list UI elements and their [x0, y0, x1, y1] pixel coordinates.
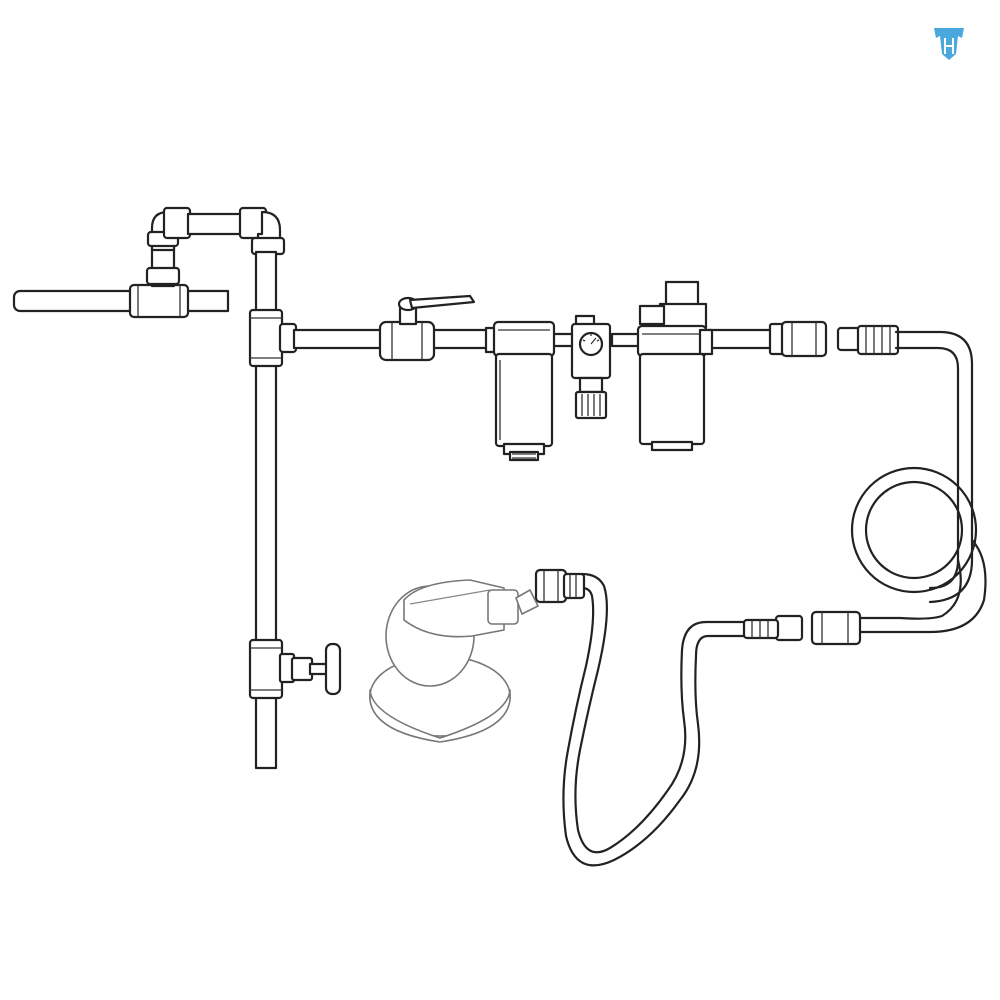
supply-tee-fitting	[128, 244, 190, 319]
supply-pipe	[12, 289, 230, 313]
hose-coupler-plug	[836, 324, 900, 356]
drain-valve	[248, 638, 342, 700]
tool-coupler	[534, 568, 586, 604]
tool-whip-hose	[562, 572, 746, 867]
lubricator	[636, 280, 714, 452]
coiled-hose	[850, 330, 987, 634]
line-coupler-socket	[768, 320, 828, 358]
shield-logo-icon	[934, 28, 964, 60]
pressure-regulator	[570, 314, 612, 420]
orbital-sander-tool	[369, 579, 539, 743]
air-filter	[484, 320, 556, 462]
main-tee-fitting	[248, 308, 298, 368]
ball-valve	[378, 294, 476, 362]
lower-coupler-pair	[742, 610, 862, 646]
riser-loop	[146, 206, 286, 256]
